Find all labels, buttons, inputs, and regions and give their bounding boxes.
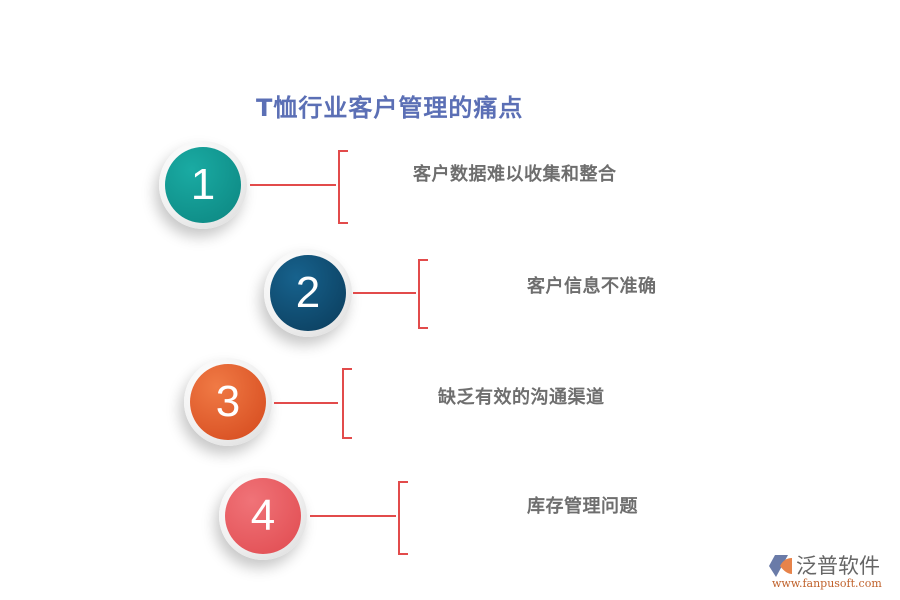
brand-logo: 泛普软件 www.fanpusoft.com — [768, 552, 893, 597]
connector-line — [250, 184, 336, 186]
connector-line — [274, 402, 338, 404]
number-badge: 2 — [270, 255, 346, 331]
bracket — [418, 259, 428, 329]
pain-point-label: 库存管理问题 — [527, 496, 638, 517]
number-badge: 4 — [225, 478, 301, 554]
number-badge-ring: 4 — [219, 472, 307, 560]
pain-point-label: 缺乏有效的沟通渠道 — [438, 387, 605, 408]
logo-url: www.fanpusoft.com — [772, 577, 882, 590]
number-badge-ring: 3 — [184, 358, 272, 446]
number-badge-ring: 1 — [159, 141, 247, 229]
number-badge: 1 — [165, 147, 241, 223]
bracket — [398, 481, 408, 555]
fanpu-logo-icon — [769, 555, 792, 577]
logo-name: 泛普软件 — [796, 554, 880, 578]
pain-point-label: 客户数据难以收集和整合 — [413, 164, 617, 185]
connector-line — [310, 515, 396, 517]
bracket — [342, 368, 352, 439]
number-badge: 3 — [190, 364, 266, 440]
bracket — [338, 150, 348, 224]
page-title: T恤行业客户管理的痛点 — [256, 94, 524, 122]
pain-point-label: 客户信息不准确 — [527, 276, 657, 297]
connector-line — [353, 292, 416, 294]
number-badge-ring: 2 — [264, 249, 352, 337]
